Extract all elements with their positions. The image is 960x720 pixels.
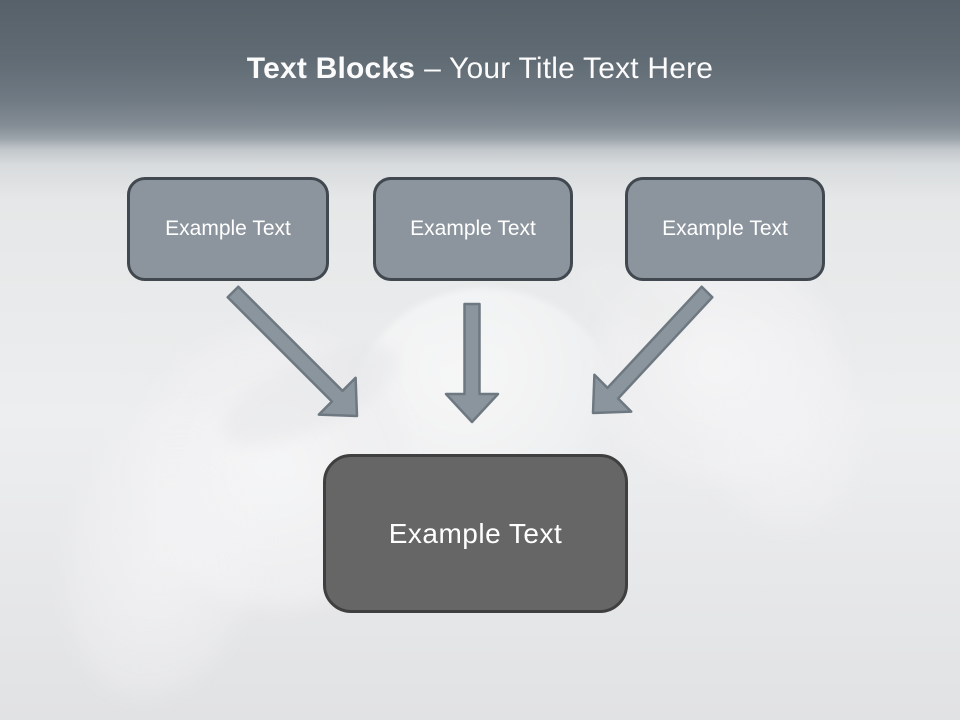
slide-title-rest: – Your Title Text Here	[424, 52, 714, 85]
result-block-label: Example Text	[388, 517, 563, 549]
text-block-2-label: Example Text	[410, 217, 536, 240]
text-block-2: Example Text	[373, 177, 573, 281]
arrow-down-icon	[444, 302, 500, 424]
arrow-down-right-icon	[226, 285, 359, 418]
result-block: Example Text	[323, 454, 628, 613]
slide-title: Text Blocks– Your Title Text Here	[0, 52, 960, 86]
text-block-3-label: Example Text	[662, 217, 788, 240]
text-block-1-label: Example Text	[165, 217, 291, 240]
text-block-1: Example Text	[127, 177, 329, 281]
text-block-3: Example Text	[625, 177, 825, 281]
arrow-down-left-icon	[591, 285, 714, 415]
slide-title-bold: Text Blocks	[246, 52, 416, 85]
